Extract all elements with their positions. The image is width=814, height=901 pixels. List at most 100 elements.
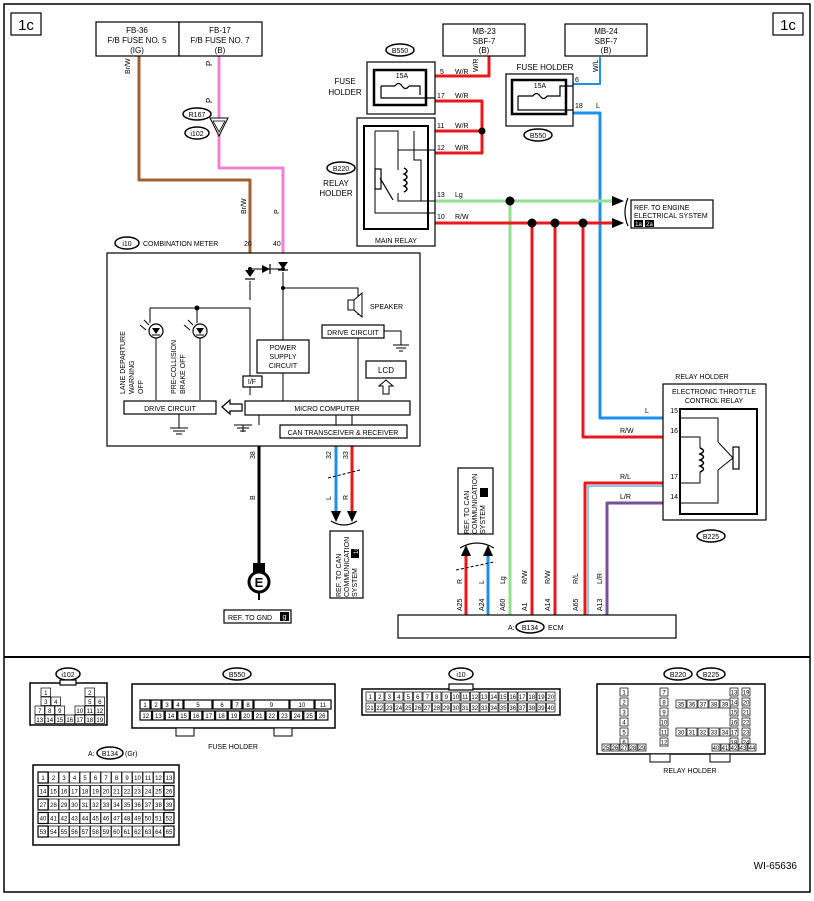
- pin-label: 54: [50, 830, 57, 836]
- pin-cell: [365, 691, 375, 702]
- pin-cell: [90, 785, 101, 797]
- pin-cell: [37, 771, 49, 784]
- pin-label: 30: [71, 803, 78, 809]
- fuse-holder-left: B550 FUSE HOLDER 15A 5 17 W/R W/R: [328, 43, 469, 115]
- pin-label: 4: [397, 695, 401, 701]
- pin-label: 13: [731, 691, 738, 697]
- pin-label: 11: [87, 709, 94, 715]
- svg-text:i10: i10: [456, 672, 465, 679]
- svg-text:FUSE: FUSE: [334, 77, 355, 86]
- svg-text:HOLDER: HOLDER: [319, 189, 353, 198]
- svg-text:A1: A1: [522, 602, 529, 611]
- svg-text:W/R: W/R: [455, 145, 469, 152]
- pin-label: 44: [749, 746, 756, 752]
- pin-cell: [111, 785, 122, 797]
- pin-label: 34: [113, 803, 120, 809]
- pin-cell: [479, 691, 489, 702]
- pin-label: 22: [743, 721, 750, 727]
- pin-label: 28: [433, 706, 440, 712]
- pin-label: 8: [115, 776, 119, 782]
- pin-label: 29: [639, 746, 646, 752]
- svg-text:FB-17: FB-17: [209, 26, 231, 35]
- pin-cell: [163, 771, 175, 784]
- pin-cell: [659, 717, 669, 727]
- svg-text:32: 32: [326, 451, 333, 459]
- pin-label: 14: [168, 714, 175, 720]
- pin-label: 3: [388, 695, 392, 701]
- svg-text:L: L: [479, 580, 486, 584]
- svg-text:(IG): (IG): [130, 46, 144, 55]
- pin-cell: [451, 702, 461, 713]
- svg-text:R/W: R/W: [620, 428, 634, 435]
- svg-text:20: 20: [244, 241, 252, 248]
- svg-text:MICRO COMPUTER: MICRO COMPUTER: [294, 406, 359, 413]
- pin-label: 3: [44, 700, 48, 706]
- svg-text:RELAY: RELAY: [323, 179, 349, 188]
- pin-label: 47: [113, 817, 120, 823]
- pin-cell: [48, 771, 59, 784]
- pin-label: 19: [743, 691, 750, 697]
- svg-text:A:: A:: [88, 751, 95, 758]
- pin-cell: [675, 699, 687, 709]
- pin-label: 30: [678, 731, 685, 737]
- pin-label: 12: [155, 776, 162, 782]
- pin-cell: [132, 812, 143, 824]
- pin-cell: [619, 687, 629, 697]
- pin-label: 5: [83, 776, 87, 782]
- pin-cell: [121, 812, 133, 824]
- pin-cell: [54, 714, 65, 724]
- svg-text:B550: B550: [392, 48, 408, 55]
- svg-text:38: 38: [250, 451, 257, 459]
- pin-label: 45: [92, 817, 99, 823]
- pin-label: 22: [268, 714, 275, 720]
- svg-text:P: P: [205, 98, 214, 103]
- pin-cell: [37, 825, 49, 838]
- pin-label: 1: [44, 691, 48, 697]
- svg-text:COMBINATION METER: COMBINATION METER: [143, 241, 218, 248]
- svg-text:18: 18: [575, 103, 583, 110]
- pin-label: 5: [407, 695, 411, 701]
- pin-cell: [79, 798, 91, 811]
- wire-l-r: [605, 501, 682, 617]
- wire-w-r-mb23: [433, 55, 491, 78]
- pin-label: 11: [145, 776, 152, 782]
- pin-cell: [79, 771, 91, 784]
- pin-label: 48: [124, 817, 131, 823]
- pin-cell: [79, 785, 91, 797]
- pin-cell: [34, 705, 45, 715]
- pin-label: 19: [538, 695, 545, 701]
- pin-cell: [69, 785, 80, 797]
- pin-cell: [711, 743, 721, 752]
- pin-label: 20: [547, 695, 554, 701]
- svg-text:R/W: R/W: [545, 570, 552, 584]
- pin-cell: [48, 798, 59, 811]
- pin-cell: [142, 798, 154, 811]
- pin-label: 28: [50, 803, 57, 809]
- pin-label: 15: [180, 714, 187, 720]
- pin-cell: [37, 784, 49, 798]
- pin-label: 24: [294, 714, 301, 720]
- svg-text:1a: 1a: [635, 222, 642, 228]
- pin-label: 3: [622, 711, 626, 717]
- svg-text:(Gr): (Gr): [125, 751, 137, 758]
- svg-text:DRIVE CIRCUIT: DRIVE CIRCUIT: [144, 406, 196, 413]
- pin-cell: [121, 798, 133, 811]
- svg-text:ELECTRONIC THROTTLE: ELECTRONIC THROTTLE: [672, 389, 756, 396]
- pin-label: 42: [61, 817, 68, 823]
- pin-label: 29: [61, 803, 68, 809]
- pin-label: 52: [166, 817, 173, 823]
- pin-cell: [142, 825, 154, 838]
- pin-label: 10: [134, 776, 141, 782]
- pin-label: 4: [73, 776, 77, 782]
- pin-label: 36: [509, 706, 516, 712]
- pin-label: 35: [500, 706, 507, 712]
- pin-label: 15: [731, 711, 738, 717]
- pin-cell: [741, 687, 751, 697]
- svg-text:MAIN RELAY: MAIN RELAY: [375, 238, 417, 245]
- pin-label: 12: [661, 741, 668, 747]
- pin-label: 22: [376, 706, 383, 712]
- pin-label: 29: [443, 706, 450, 712]
- pin-cell: [142, 771, 154, 784]
- pin-label: 40: [547, 706, 554, 712]
- pin-label: 15: [500, 695, 507, 701]
